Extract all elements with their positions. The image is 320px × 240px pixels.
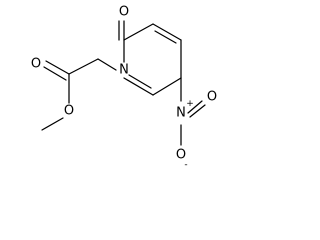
nitro-nitrogen-label: N <box>176 106 186 121</box>
bond-layer <box>41 20 206 146</box>
chemical-structure-canvas: N O O O N + O O - <box>30 4 218 171</box>
bond-c3-c4 <box>152 23 182 41</box>
bond-c-ester-o-double-a <box>45 60 70 75</box>
bond-c6-n1 <box>123 77 154 96</box>
bond-c3-c4-inner <box>154 30 177 44</box>
bond-c5-c6 <box>152 77 182 96</box>
nitro-oxygen-charge: - <box>184 160 187 170</box>
bond-n-nitro-o-top-a <box>187 100 203 114</box>
nitro-bottom-oxygen-label: O <box>176 148 186 163</box>
bond-ch2-c-ester <box>68 58 99 75</box>
nitro-nitrogen-charge: + <box>186 99 194 109</box>
nitro-top-oxygen-label: O <box>207 90 217 105</box>
ester-carbonyl-oxygen-label: O <box>31 57 41 72</box>
ring-carbonyl-oxygen-label: O <box>119 5 129 20</box>
molecule-diagram: N O O O N + O O - <box>31 5 217 171</box>
bond-n-nitro-o-top-b <box>189 104 206 118</box>
ester-oxygen-label: O <box>64 104 74 119</box>
bond-c6-n1-inner <box>128 74 152 89</box>
bond-n1-ch2 <box>97 58 117 71</box>
atom-label-layer: N O O O N + O O - <box>31 5 217 171</box>
bond-o-ch3 <box>41 117 64 131</box>
ring-nitrogen-label: N <box>119 63 129 78</box>
bond-c-ester-o-double-b <box>43 66 67 81</box>
bond-c2-c3 <box>123 23 154 41</box>
